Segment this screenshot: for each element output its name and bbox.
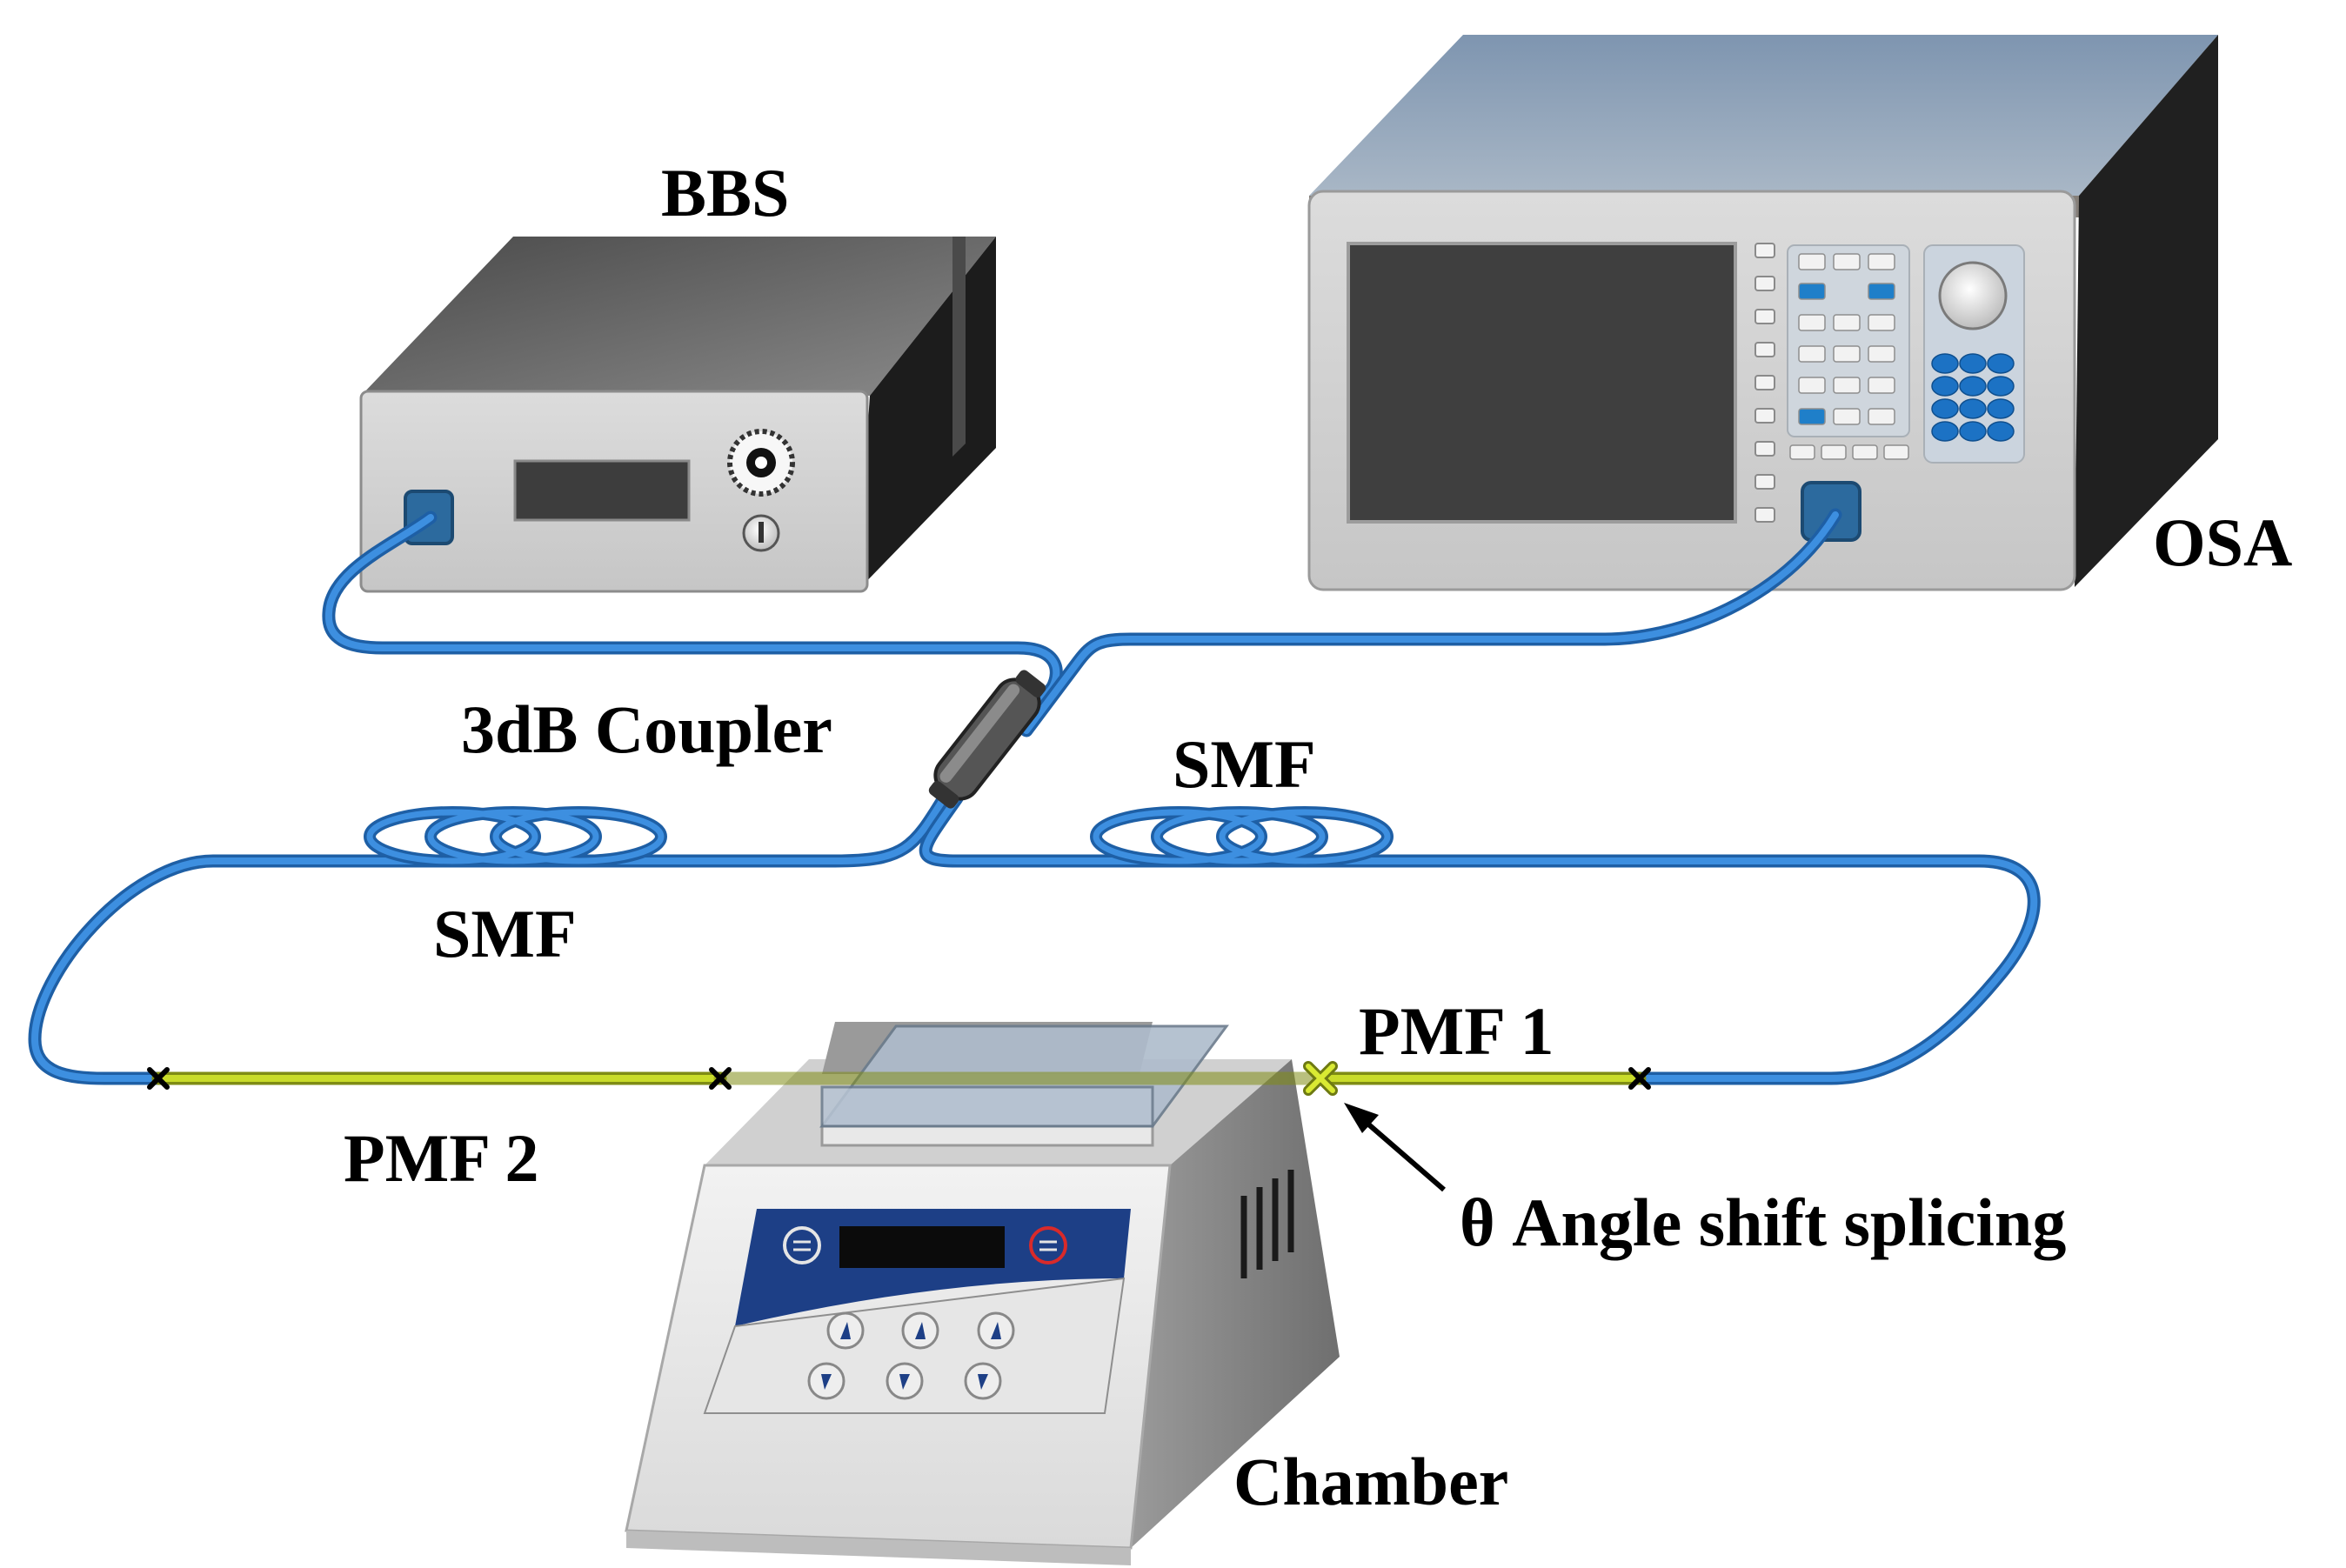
chamber-display: [839, 1226, 1005, 1268]
smf-coil-left: [364, 806, 667, 867]
label-angle-splice: θ Angle shift splicing: [1460, 1184, 2066, 1260]
chamber-vents: [1240, 1170, 1294, 1278]
label-coupler: 3dB Coupler: [461, 691, 832, 767]
splice-mark-2: [709, 1067, 732, 1090]
splice-annotation-arrow: [1344, 1103, 1446, 1192]
angle-splice-mark: [1303, 1061, 1338, 1096]
osa-side-buttons[interactable]: [1754, 243, 1775, 523]
label-osa: OSA: [2153, 504, 2292, 580]
osa-keys[interactable]: [1789, 253, 1909, 460]
osa-instrument: [1307, 35, 2218, 591]
splice-mark-4: [1628, 1067, 1651, 1090]
label-smf-right: SMF: [1173, 726, 1316, 802]
smf-coil-right: [1090, 806, 1394, 867]
label-pmf2: PMF 2: [344, 1120, 539, 1196]
bbs-instrument: [359, 237, 996, 593]
chamber-left-button[interactable]: [783, 1226, 821, 1264]
chamber-arrow-buttons[interactable]: [807, 1311, 1015, 1400]
osa-knob[interactable]: [1938, 261, 2008, 330]
chamber-instrument: [625, 1022, 1340, 1565]
label-pmf1: PMF 1: [1359, 993, 1554, 1069]
label-smf-left: SMF: [433, 896, 577, 971]
bbs-dial[interactable]: [727, 429, 795, 497]
label-bbs: BBS: [661, 155, 789, 230]
bbs-display: [513, 459, 691, 522]
fiber-network: [28, 508, 2041, 1085]
osa-key-panel: [1787, 244, 1910, 437]
splice-points: [147, 1067, 1651, 1090]
label-chamber: Chamber: [1233, 1444, 1508, 1519]
osa-keypad[interactable]: [1931, 353, 2015, 442]
splice-mark-1: [147, 1067, 170, 1090]
coupler-3db: [928, 670, 1046, 809]
chamber-right-button[interactable]: [1029, 1226, 1067, 1264]
osa-screen: [1347, 242, 1737, 524]
